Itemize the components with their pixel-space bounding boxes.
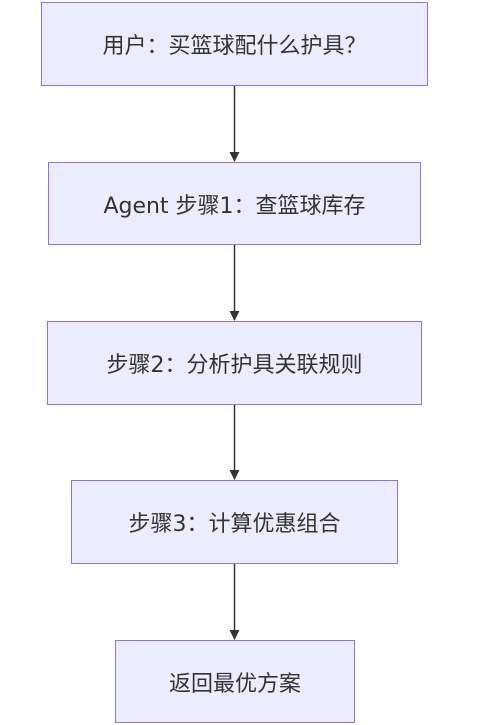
node-agent-step-1: Agent 步骤1：查篮球库存 <box>48 162 421 245</box>
node-user-question-label: 用户：买篮球配什么护具？ <box>102 34 367 59</box>
node-step-2: 步骤2：分析护具关联规则 <box>47 321 422 405</box>
node-user-question: 用户：买篮球配什么护具？ <box>41 2 428 86</box>
node-result: 返回最优方案 <box>115 640 355 723</box>
node-agent-step-1-label: Agent 步骤1：查篮球库存 <box>103 193 366 219</box>
node-step-3: 步骤3：计算优惠组合 <box>71 480 398 564</box>
node-step-2-label: 步骤2：分析护具关联规则 <box>106 353 363 378</box>
node-step-3-label: 步骤3：计算优惠组合 <box>128 512 341 537</box>
node-result-label: 返回最优方案 <box>168 671 301 697</box>
